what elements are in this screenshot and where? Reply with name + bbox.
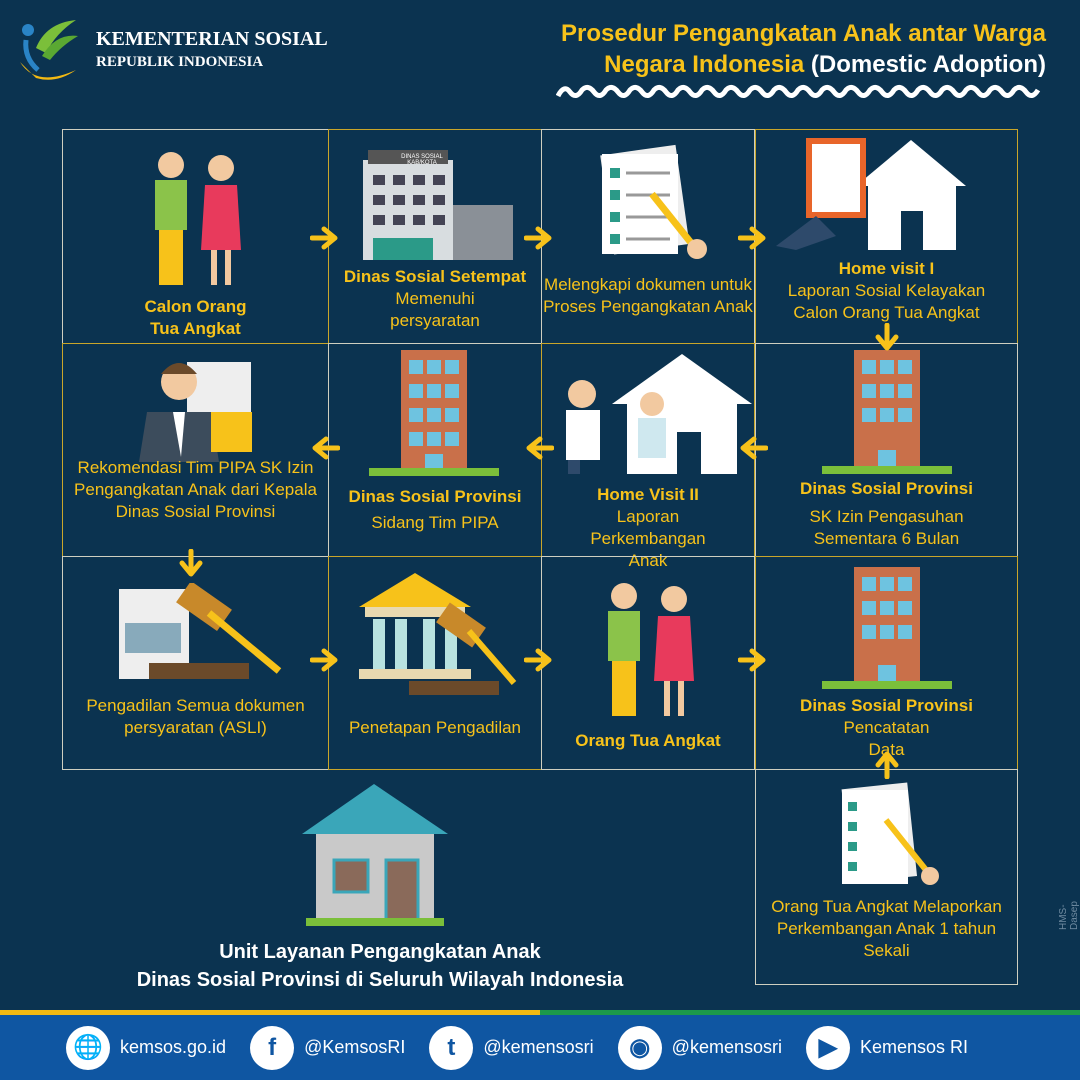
official-icon xyxy=(139,362,252,462)
caption-line-2: Dinas Sosial Provinsi di Seluruh Wilayah… xyxy=(136,969,624,991)
step-desc: Orang Tua Angkat Melaporkan Perkembangan… xyxy=(771,897,1002,960)
flow-arrow-icon xyxy=(740,436,768,460)
step-desc: Pengadilan Semua dokumen persyaratan (AS… xyxy=(86,696,305,737)
social-label: @KemsosRI xyxy=(304,1037,406,1057)
footer-social: 🌐 kemsos.go.id f @KemsosRI t @kemensosri ◉ @… xyxy=(0,1015,1080,1080)
title-line-1: Prosedur Pengangkatan Anak antar Warga xyxy=(560,20,1046,47)
house-icon xyxy=(302,784,448,926)
social-instagram[interactable]: ◉ @kemensosri xyxy=(617,1025,782,1070)
wave-divider xyxy=(556,84,1041,98)
step-cell-6: Home Visit II Laporan Perkembangan Anak xyxy=(541,343,755,570)
social-label: Kemensos RI xyxy=(859,1037,969,1057)
globe-icon: 🌐 xyxy=(66,1025,110,1070)
couple-icon xyxy=(155,152,241,285)
building-icon xyxy=(363,150,513,260)
youtube-icon: ▶ xyxy=(805,1025,850,1070)
gavel-document-icon xyxy=(119,583,282,679)
step-cell-1: Calon Orang Tua Angkat xyxy=(62,129,329,344)
kemensos-logo xyxy=(20,20,78,80)
twitter-icon: t xyxy=(429,1025,474,1070)
flow-arrow-icon xyxy=(312,436,340,460)
flow-arrow-icon xyxy=(875,323,899,351)
footer-stripe xyxy=(0,1010,1080,1015)
document-icon xyxy=(841,782,939,885)
flow-arrow-icon xyxy=(524,226,552,250)
flow-arrow-icon xyxy=(310,648,338,672)
social-facebook[interactable]: f @KemsosRI xyxy=(250,1025,406,1070)
step-desc: SK Izin Pengasuhan Sementara 6 Bulan xyxy=(809,507,964,548)
flow-arrow-icon xyxy=(310,226,338,250)
step-cell-5: Dinas Sosial Provinsi SK Izin Pengasuhan … xyxy=(755,343,1018,557)
building-sign: DINAS SOSIAL KAB/KOTA xyxy=(401,154,443,166)
step-title: Calon Orang Tua Angkat xyxy=(144,297,247,338)
flow-arrow-icon xyxy=(524,648,552,672)
service-unit-caption: Unit Layanan Pengangkatan Anak Dinas Sos… xyxy=(60,938,700,994)
step-cell-10: Penetapan Pengadilan xyxy=(328,556,542,770)
flow-arrow-icon xyxy=(738,648,766,672)
step-cell-8: Rekomendasi Tim PIPA SK Izin Pengangkata… xyxy=(62,343,329,557)
step-cell-3: Melengkapi dokumen untuk Proses Pengangk… xyxy=(541,129,755,344)
flow-arrow-icon xyxy=(738,226,766,250)
social-website[interactable]: 🌐 kemsos.go.id xyxy=(66,1025,227,1070)
social-youtube[interactable]: ▶ Kemensos RI xyxy=(805,1025,969,1070)
step-desc: Melengkapi dokumen untuk Proses Pengangk… xyxy=(543,275,753,316)
step-title: Home Visit II xyxy=(597,485,699,504)
page-title: Prosedur Pengangkatan Anak antar Warga N… xyxy=(561,18,1046,80)
step-cell-4: Home visit I Laporan Sosial Kelayakan Cal… xyxy=(755,129,1018,344)
social-label: @kemensosri xyxy=(671,1037,782,1057)
step-desc: Pencatatan Data xyxy=(843,718,930,759)
social-label: kemsos.go.id xyxy=(120,1037,227,1057)
step-desc: Penetapan Pengadilan xyxy=(348,718,522,737)
step-cell-11: Orang Tua Angkat xyxy=(541,556,755,770)
caption-line-1: Unit Layanan Pengangkatan Anak xyxy=(219,941,541,963)
tower-icon xyxy=(369,350,499,476)
step-desc: Memenuhi persyaratan xyxy=(390,289,480,330)
step-title: Home visit I xyxy=(838,259,935,278)
step-title: Orang Tua Angkat xyxy=(575,731,721,750)
title-subtitle: (Domestic Adoption) xyxy=(810,51,1046,78)
instagram-icon: ◉ xyxy=(617,1025,662,1070)
watermark: HMS-Dasep xyxy=(1058,901,1080,930)
tower-icon xyxy=(822,567,952,689)
step-desc: Rekomendasi Tim PIPA SK Izin Pengangkata… xyxy=(74,458,317,521)
facebook-icon: f xyxy=(250,1025,295,1070)
step-title: Dinas Sosial Provinsi xyxy=(348,487,522,506)
title-line-2: Negara Indonesia xyxy=(604,51,805,78)
house-report-icon xyxy=(776,138,966,250)
step-cell-13: Orang Tua Angkat Melaporkan Perkembangan… xyxy=(755,769,1018,985)
tower-icon xyxy=(822,350,952,474)
social-twitter[interactable]: t @kemensosri xyxy=(429,1025,594,1070)
court-icon xyxy=(359,573,517,695)
doctor-house-icon xyxy=(566,354,752,474)
step-title: Dinas Sosial Provinsi xyxy=(800,696,973,715)
step-title: Dinas Sosial Setempat xyxy=(343,267,527,286)
social-label: @kemensosri xyxy=(483,1037,594,1057)
step-title: Dinas Sosial Provinsi xyxy=(800,479,973,498)
step-desc: Laporan Perkembangan Anak xyxy=(590,507,706,570)
step-cell-2: DINAS SOSIAL KAB/KOTA Dinas Sosial Setem… xyxy=(328,129,542,344)
flow-arrow-icon xyxy=(875,751,899,779)
step-cell-9: Pengadilan Semua dokumen persyaratan (AS… xyxy=(62,556,329,770)
flow-arrow-icon xyxy=(526,436,554,460)
step-desc: Laporan Sosial Kelayakan Calon Orang Tua… xyxy=(787,281,986,322)
document-icon xyxy=(600,144,707,259)
step-desc: Sidang Tim PIPA xyxy=(371,513,499,532)
org-country: REPUBLIK INDONESIA xyxy=(96,54,264,70)
couple-icon xyxy=(608,583,694,716)
flow-arrow-icon xyxy=(179,549,203,577)
org-name: KEMENTERIAN SOSIAL xyxy=(96,28,328,50)
